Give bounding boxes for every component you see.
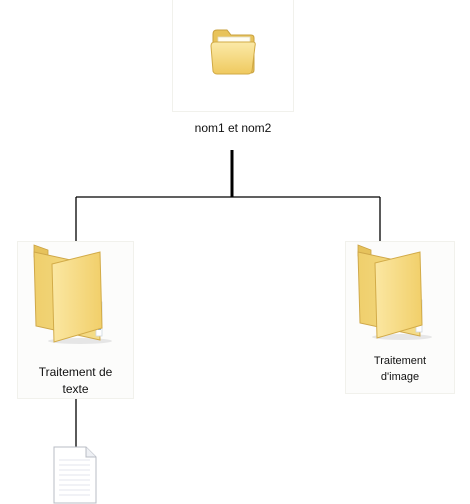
child-folder-node-text[interactable]: Traitement de texte xyxy=(18,242,133,398)
child-folder-label-text-line2: texte xyxy=(62,382,89,396)
child-folder-node-image[interactable]: Traitement d'image xyxy=(346,242,454,393)
document-icon xyxy=(53,446,97,504)
root-folder-node[interactable]: nom1 et nom2 xyxy=(173,0,293,135)
folder-icon xyxy=(33,244,112,344)
document-node[interactable] xyxy=(52,446,98,504)
root-folder-label: nom1 et nom2 xyxy=(194,121,272,135)
child-folder-label-image-line2: d'image xyxy=(380,371,420,383)
folder-icon xyxy=(210,29,256,75)
child-folder-label-text-line1: Traitement de xyxy=(38,365,113,379)
child-folder-label-image-line1: Traitement xyxy=(373,355,427,367)
folder-icon xyxy=(357,244,432,340)
